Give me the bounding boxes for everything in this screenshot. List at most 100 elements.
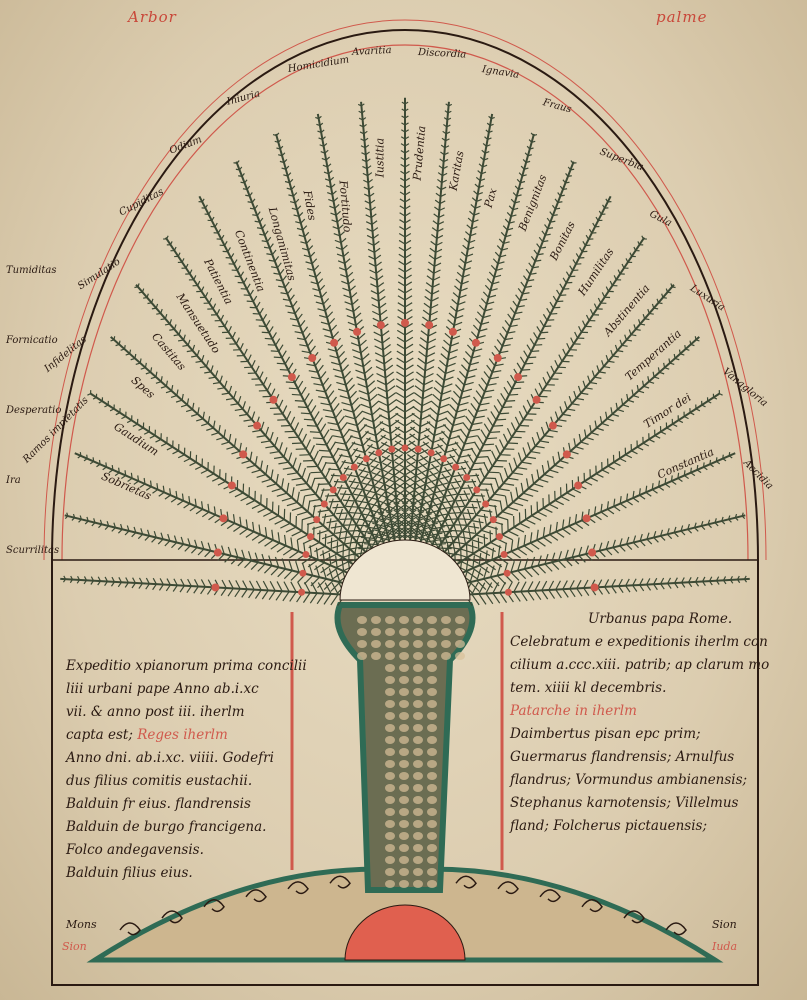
trunk-scale [413,736,423,744]
trunk-scale [441,640,451,648]
trunk-scale [413,856,423,864]
trunk-scale [371,616,381,624]
text-line: cilium a.ccc.xiii. patrib; ap clarum mo [510,657,770,673]
trunk-scale [399,856,409,864]
red-heading: Reges iherlm [137,727,228,743]
trunk-scale [371,628,381,636]
red-dot [350,463,358,471]
red-dot [388,445,396,453]
trunk-scale [357,628,367,636]
frond-leaves [439,283,676,556]
frond-leaves [454,390,723,572]
trunk-scale [371,640,381,648]
trunk-scale [399,844,409,852]
trunk-scale [413,688,423,696]
trunk-scale [427,688,437,696]
scroll-ornament [455,875,477,889]
trunk-scale [385,652,395,660]
frond-leaves [134,283,371,556]
trunk-scale [399,724,409,732]
trunk-scale [427,652,437,660]
frond-stem [404,284,675,599]
trunk-scale [413,664,423,672]
red-dot [489,516,497,524]
trunk-scale [441,616,451,624]
scroll-ornament [119,922,141,936]
red-dot [239,450,248,459]
trunk-scale [385,700,395,708]
frond-leaves [315,115,406,540]
trunk-scale [385,808,395,816]
red-dot [298,588,306,596]
scroll-ornament [161,910,183,924]
red-dot [253,421,262,430]
red-dot [590,583,599,592]
text-line: vii. & anno post iii. iherlm [66,704,245,720]
text-title: Urbanus papa Rome. [588,611,733,627]
trunk-scale [385,724,395,732]
text-line: Balduin fr eius. flandrensis [66,796,251,812]
red-dot [211,583,220,592]
text-line: Folco andegavensis. [66,842,204,858]
trunk-scale [427,700,437,708]
trunk-scale [427,856,437,864]
trunk-scale [399,640,409,648]
header-palme: palme [656,8,708,26]
trunk-scale [399,736,409,744]
trunk-scale [427,868,437,876]
red-dot [307,533,315,541]
trunk-scale [455,628,465,636]
red-dot [514,373,523,382]
trunk-scale [427,760,437,768]
red-dot [448,327,457,336]
trunk-scale [399,688,409,696]
trunk-scale [413,796,423,804]
text-line: Stephanus karnotensis; Villelmus [510,795,739,811]
header-arbor: Arbor [128,8,177,26]
red-dot [219,514,228,523]
scroll-ornament [287,881,309,895]
text-line: Balduin de burgo francigena. [66,819,267,835]
frame-border [51,29,759,986]
trunk-scale [427,832,437,840]
frond-leaves [424,198,612,546]
outer-label: Tumiditas [6,265,57,276]
trunk-scale [413,844,423,852]
trunk-scale [371,652,381,660]
trunk-scale [399,652,409,660]
trunk-scale [399,880,409,888]
trunk-scale [455,616,465,624]
trunk-scale [413,616,423,624]
trunk-scale [357,616,367,624]
frond-stem [404,161,575,599]
trunk-scale [399,748,409,756]
red-dot [339,473,347,481]
trunk-scale [427,640,437,648]
trunk-scale [413,868,423,876]
scroll-ornament [623,910,645,924]
trunk-scale [385,628,395,636]
trunk-scale [385,760,395,768]
trunk-scale [455,652,465,660]
trunk-scale [385,712,395,720]
corner-label: Mons [66,918,97,931]
trunk-scale [413,652,423,660]
red-dot [588,548,597,557]
trunk-scale [385,880,395,888]
corner-label: Sion [62,940,87,953]
trunk-scale [385,796,395,804]
frond-base-fan [339,539,471,601]
trunk-scale [413,808,423,816]
trunk-scale [385,868,395,876]
red-dot [425,321,434,330]
trunk-scale [385,736,395,744]
trunk-scale [385,772,395,780]
red-dot [463,473,471,481]
scroll-ornament [329,875,351,889]
text-line: Expeditio xpianorum prima concilii [66,658,307,674]
outer-label: Ira [6,475,21,486]
inner-arch-red [61,44,749,561]
red-dot [401,318,409,327]
trunk-scale [427,664,437,672]
